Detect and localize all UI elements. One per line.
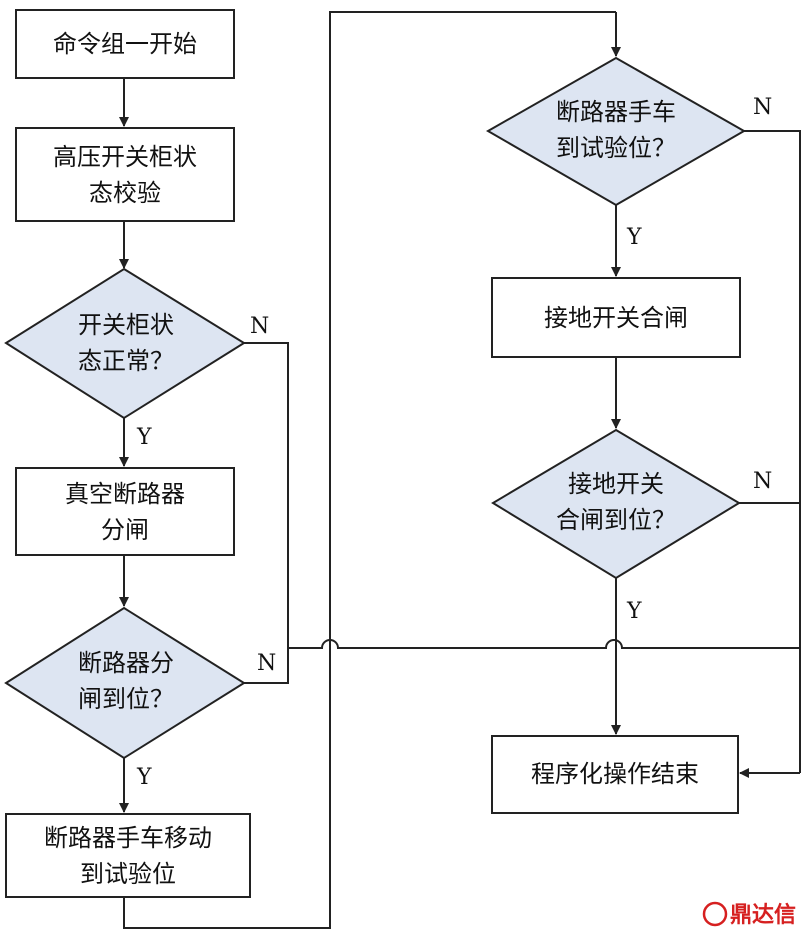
- line-right-bus: [744, 130, 801, 773]
- cabinet-q-diamond: [4, 267, 246, 420]
- label-yes-test-pos-q: Y: [626, 225, 642, 250]
- label-yes-ground-q: Y: [626, 599, 642, 624]
- ground-close-label: 接地开关合闸: [544, 304, 688, 332]
- node-check: 高压开关柜状 态校验: [15, 127, 235, 222]
- node-cabinet-q: 开关柜状 态正常？: [4, 267, 246, 420]
- watermark-text: 鼎达信: [730, 902, 796, 928]
- watermark-logo-icon: [702, 901, 728, 927]
- breaker-open-q-label-line1: 断路器分: [78, 649, 174, 677]
- node-end: 程序化操作结束: [491, 735, 739, 814]
- move-label-line1: 断路器手车移动: [44, 824, 212, 852]
- start-box: [15, 9, 235, 79]
- vacuum-label-line2: 分闸: [101, 516, 149, 544]
- node-start: 命令组一开始: [15, 9, 235, 79]
- ground-q-label-line2: 合闸到位？: [556, 506, 676, 534]
- label-yes-breaker-q: Y: [136, 765, 152, 790]
- breaker-open-q-label-line2: 闸到位？: [78, 685, 174, 713]
- move-box: [5, 813, 251, 898]
- label-no-ground-q: N: [753, 469, 772, 494]
- line-no-bus: [288, 639, 800, 649]
- label-no-cabinet-q: N: [250, 314, 269, 339]
- node-vacuum: 真空断路器 分闸: [15, 467, 235, 556]
- end-label: 程序化操作结束: [531, 760, 699, 788]
- label-no-breaker-q: N: [257, 651, 276, 676]
- label-no-test-pos-q: N: [753, 95, 772, 120]
- ground-q-label-line1: 接地开关: [568, 470, 664, 498]
- cabinet-q-label-line1: 开关柜状: [78, 311, 174, 339]
- node-ground-q: 接地开关 合闸到位？: [491, 428, 741, 580]
- start-label: 命令组一开始: [53, 30, 197, 58]
- node-test-pos-q: 断路器手车 到试验位？: [485, 56, 747, 207]
- connectors: [119, 11, 801, 929]
- cabinet-q-label-line2: 态正常？: [78, 347, 174, 375]
- move-label-line2: 到试验位: [80, 860, 176, 888]
- node-move: 断路器手车移动 到试验位: [5, 813, 251, 898]
- label-yes-cabinet-q: Y: [136, 425, 152, 450]
- line-move-to-right: [123, 11, 616, 929]
- node-breaker-open-q: 断路器分 闸到位？: [4, 606, 246, 760]
- test-pos-q-diamond: [485, 56, 747, 207]
- test-pos-q-label-line1: 断路器手车: [556, 98, 676, 126]
- edge-labels: N Y N Y N Y N Y: [136, 95, 772, 790]
- vacuum-label-line1: 真空断路器: [65, 480, 185, 508]
- ground-close-box: [491, 277, 741, 358]
- breaker-open-q-diamond: [4, 606, 246, 760]
- check-label-line2: 态校验: [89, 179, 161, 207]
- check-label-line1: 高压开关柜状: [53, 143, 197, 171]
- check-box: [15, 127, 235, 222]
- ground-q-diamond: [491, 428, 741, 580]
- test-pos-q-label-line2: 到试验位？: [556, 134, 676, 162]
- vacuum-box: [15, 467, 235, 556]
- watermark: 鼎达信: [702, 901, 796, 928]
- node-ground-close: 接地开关合闸: [491, 277, 741, 358]
- end-box: [491, 735, 739, 814]
- line-cabinet-q-no: [244, 342, 289, 684]
